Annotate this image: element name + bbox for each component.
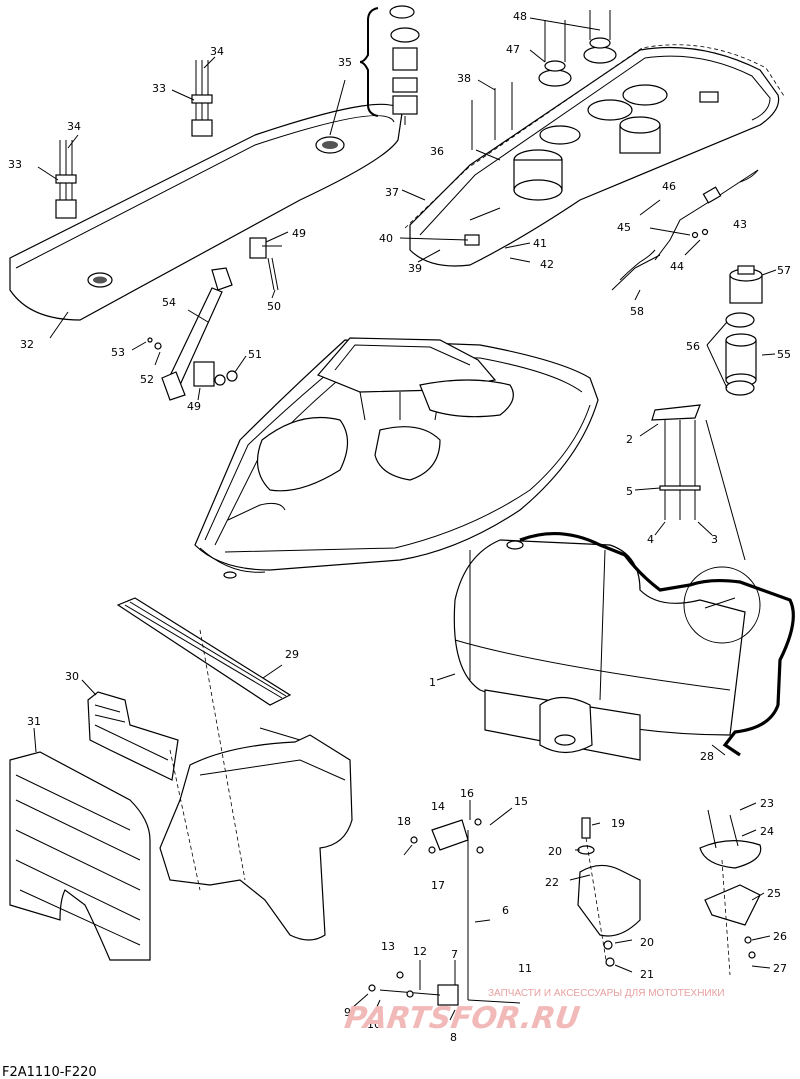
callout-55: 55 [777, 348, 791, 361]
drawing-code: F2A1110-F220 [2, 1065, 97, 1079]
callout-24: 24 [760, 825, 774, 838]
callout-21: 21 [640, 968, 654, 981]
seat-cushion-32 [9, 103, 403, 339]
callout-33a: 33 [152, 82, 166, 95]
callout-4: 4 [647, 533, 654, 546]
gas-strut-assembly [131, 231, 289, 401]
callout-3: 3 [711, 533, 718, 546]
callout-30: 30 [65, 670, 79, 683]
callout-49a: 49 [292, 227, 306, 240]
callout-49b: 49 [187, 400, 201, 413]
callout-6: 6 [502, 904, 509, 917]
callout-10: 10 [367, 1018, 381, 1031]
hinge-assembly-6-18 [351, 800, 521, 1021]
console-panel-36 [409, 46, 780, 267]
callout-46: 46 [662, 180, 676, 193]
callout-17: 17 [431, 879, 445, 892]
callout-41: 41 [533, 237, 547, 250]
callout-13: 13 [381, 940, 395, 953]
fuel-tank-1 [436, 539, 746, 761]
callout-16: 16 [460, 787, 474, 800]
callout-45: 45 [617, 221, 631, 234]
mat-31 [9, 727, 151, 961]
callout-15: 15 [514, 795, 528, 808]
callout-43: 43 [733, 218, 747, 231]
console-leaders [399, 79, 531, 263]
latch-cable-set [611, 169, 759, 301]
callout-38: 38 [457, 72, 471, 85]
callout-2: 2 [626, 433, 633, 446]
callout-48: 48 [513, 10, 527, 23]
callout-40: 40 [379, 232, 393, 245]
latch-assembly-19-22 [569, 817, 641, 973]
callout-12: 12 [413, 945, 427, 958]
callout-18: 18 [397, 815, 411, 828]
callout-25: 25 [767, 887, 781, 900]
cable-28 [519, 532, 795, 757]
watermark-caption: ЗАПЧАСТИ И АКСЕССУАРЫ ДЛЯ МОТОТЕХНИКИ [488, 988, 725, 999]
mat-30 [81, 679, 179, 781]
plate-assembly-23-27 [699, 802, 771, 976]
callout-54: 54 [162, 296, 176, 309]
callout-20a: 20 [548, 845, 562, 858]
cup-holder-assembly-35 [329, 5, 420, 136]
callout-22: 22 [545, 876, 559, 889]
cushion-bolts [37, 56, 216, 219]
callout-39: 39 [408, 262, 422, 275]
callout-53: 53 [111, 346, 125, 359]
callout-1: 1 [429, 676, 436, 689]
callout-37: 37 [385, 186, 399, 199]
callout-28: 28 [700, 750, 714, 763]
callout-33b: 33 [8, 158, 22, 171]
callout-26: 26 [773, 930, 787, 943]
callout-47: 47 [506, 43, 520, 56]
callout-44: 44 [670, 260, 684, 273]
callout-35: 35 [338, 56, 352, 69]
callout-9: 9 [344, 1006, 351, 1019]
callout-42: 42 [540, 258, 554, 271]
callout-34a: 34 [210, 45, 224, 58]
watermark-brand: PARTSFOR.RU [342, 1001, 582, 1036]
callout-51: 51 [248, 348, 262, 361]
tank-bracket-2-5 [634, 404, 746, 561]
callout-56: 56 [686, 340, 700, 353]
callout-58: 58 [630, 305, 644, 318]
console-fittings [471, 10, 617, 150]
callout-14: 14 [431, 800, 445, 813]
callout-31: 31 [27, 715, 41, 728]
floor-liner [159, 629, 353, 941]
boat-hull-illustration [194, 337, 599, 579]
cup-assembly-55-57 [706, 265, 777, 396]
callout-11: 11 [518, 962, 532, 975]
callout-7: 7 [451, 948, 458, 961]
callout-5: 5 [626, 485, 633, 498]
watermark: ЗАПЧАСТИ И АКСЕССУАРЫ ДЛЯ МОТОТЕХНИКИ PA… [342, 988, 724, 1036]
callout-32: 32 [20, 338, 34, 351]
callout-34b: 34 [67, 120, 81, 133]
callout-20b: 20 [640, 936, 654, 949]
detail-circle [683, 566, 761, 644]
callout-19: 19 [611, 817, 625, 830]
callout-29: 29 [285, 648, 299, 661]
callout-36: 36 [430, 145, 444, 158]
callout-8: 8 [450, 1031, 457, 1044]
callout-27: 27 [773, 962, 787, 975]
callout-52: 52 [140, 373, 154, 386]
callout-labels: 1 2 3 4 5 6 7 8 9 10 11 12 13 14 15 16 1… [8, 10, 791, 1044]
callout-57: 57 [777, 264, 791, 277]
callout-23: 23 [760, 797, 774, 810]
callout-50: 50 [267, 300, 281, 313]
